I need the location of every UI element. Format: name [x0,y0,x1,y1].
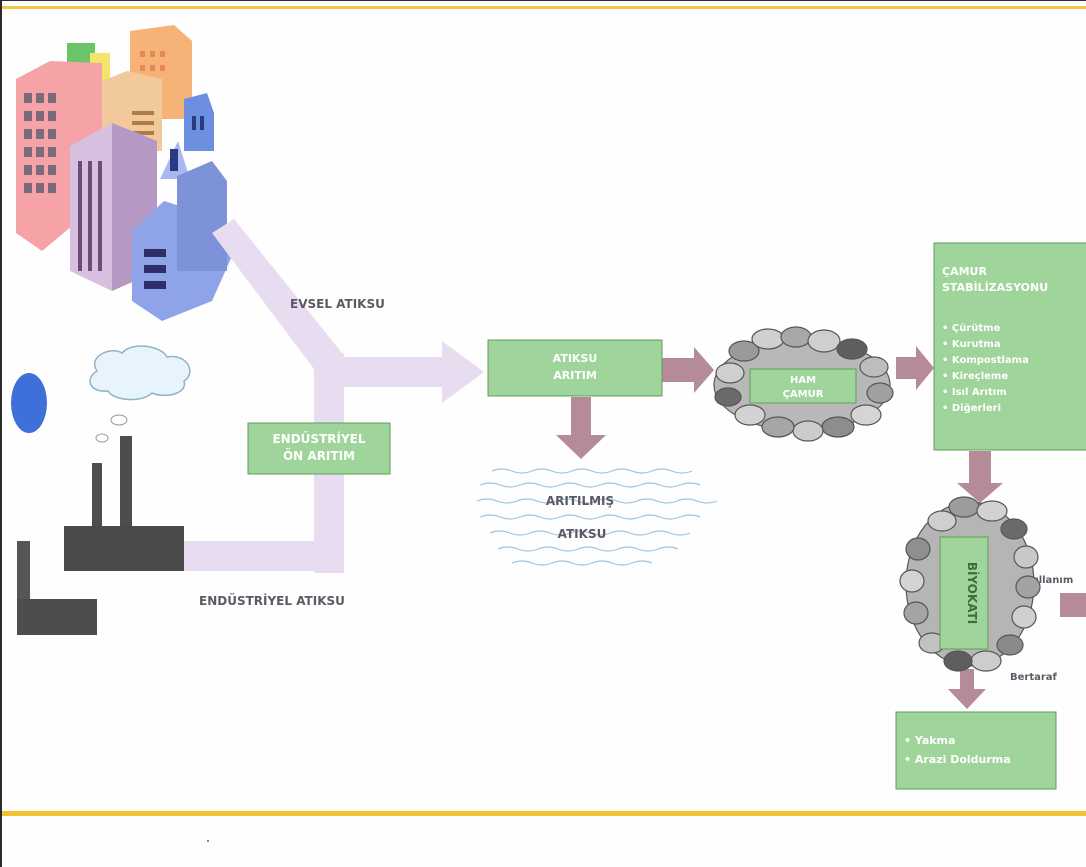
treated-wastewater-label-line1: ARITILMIŞ [546,494,614,508]
stabilization-item: • Kireçleme [942,371,1008,382]
city-buildings-icon [16,25,232,321]
biosolids-label: BİYOKATI [965,562,980,624]
stabilization-item: • Kurutma [942,339,1001,350]
stabilization-item: • Çürütme [942,323,1001,334]
disposal-item: • Arazi Doldurma [904,753,1011,766]
bertaraf-label: Bertaraf [1010,672,1058,683]
stabilization-item: • Diğerleri [942,402,1001,414]
biosolids-box: BİYOKATI [940,537,988,649]
treated-water-icon [477,469,717,565]
stabilization-title-line2: STABİLİZASYONU [942,280,1048,294]
stabilization-title-line1: ÇAMUR [942,265,987,278]
bottom-rule [2,811,1086,816]
stray-dot [207,840,209,842]
wastewater-treatment-label-line1: ATIKSU [553,352,598,365]
industrial-pretreatment-label-line1: ENDÜSTRİYEL [272,431,365,446]
wastewater-flow-arrows [184,219,484,573]
raw-sludge-label-line1: HAM [790,375,816,386]
evsel-atiksu-label: EVSEL ATIKSU [290,297,385,311]
disposal-box: • Yakma • Arazi Doldurma [896,712,1056,789]
factory-icon [11,346,190,635]
sludge-stabilization-box: ÇAMUR STABİLİZASYONU • Çürütme • Kurutma… [934,243,1086,450]
stabilization-item: • Isıl Arıtım [942,387,1007,398]
raw-sludge-box: HAM ÇAMUR [750,369,856,403]
endustriyel-atiksu-label: ENDÜSTRİYEL ATIKSU [199,593,345,608]
raw-sludge-label-line2: ÇAMUR [783,389,824,400]
wastewater-treatment-label-line2: ARITIM [553,369,597,382]
wastewater-treatment-box: ATIKSU ARITIM [488,340,662,396]
stabilization-item: • Kompostlama [942,355,1029,366]
industrial-pretreatment-box: ENDÜSTRİYEL ÖN ARITIM [248,423,390,474]
industrial-pretreatment-label-line2: ÖN ARITIM [283,448,355,463]
top-rule [2,6,1086,9]
disposal-item: • Yakma [904,734,955,747]
treated-wastewater-label-line2: ATIKSU [558,527,607,541]
